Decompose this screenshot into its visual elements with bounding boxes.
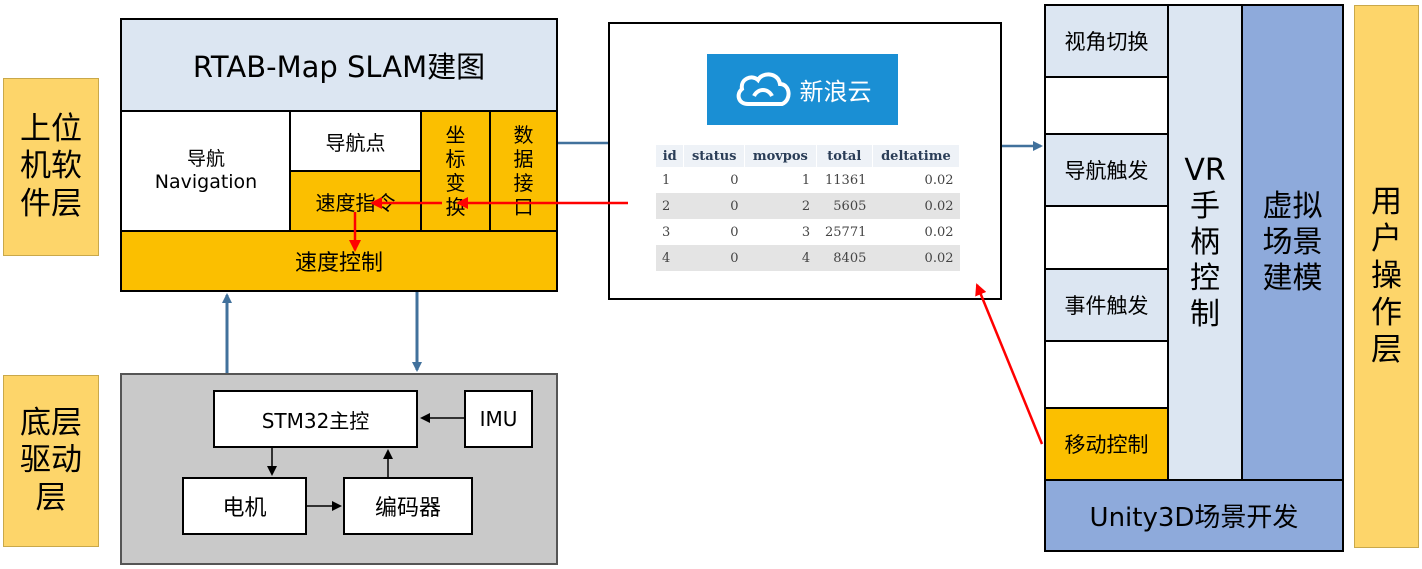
waypoint-node: 导航点	[289, 110, 422, 172]
table-cell: 0	[730, 172, 739, 188]
table-header-row: id status movpos total deltatime	[656, 145, 961, 167]
table-cell: 0	[683, 245, 745, 271]
navigation-node: 导航 Navigation	[120, 110, 291, 232]
column-deltatime: deltatime	[872, 145, 961, 167]
table-cell: 5605	[816, 193, 873, 219]
table-cell: 0.02	[872, 245, 960, 271]
virtual-scene-node: 虚拟 场景 建模	[1241, 4, 1344, 481]
cloud-logo: 新浪云	[707, 54, 898, 125]
table-cell: 2	[656, 193, 684, 219]
encoder-node: 编码器	[343, 477, 473, 535]
column-movpos: movpos	[744, 145, 817, 167]
table-cell: 1	[662, 172, 671, 188]
table-cell: 4	[744, 245, 817, 271]
cloud-icon	[736, 72, 790, 106]
table-cell: 8405	[816, 245, 873, 271]
table-row: 2 0 2 5605 0.02	[656, 193, 960, 219]
table-cell: 0.02	[924, 172, 954, 188]
arrow-move-to-cloud	[975, 283, 1044, 445]
table-row: 3 0 3 25771 0.02	[656, 219, 960, 245]
table-cell: 4	[656, 245, 684, 271]
lower-layer-label: 底层 驱动 层	[3, 375, 99, 547]
imu-node: IMU	[464, 390, 533, 448]
table-row: 4 0 4 8405 0.02	[656, 245, 960, 271]
data-table: id status movpos total deltatime 1 0 1 1…	[656, 145, 961, 271]
view-switch-node: 视角切换	[1044, 4, 1169, 78]
cloud-logo-text: 新浪云	[799, 78, 872, 106]
column-total: total	[816, 145, 873, 167]
table-cell: 0	[730, 224, 739, 240]
table-cell: 2	[744, 193, 817, 219]
spacer-1	[1044, 76, 1169, 135]
table-cell: 0.02	[924, 224, 954, 240]
table-cell: 3	[662, 224, 671, 240]
nav-trigger-node: 导航触发	[1044, 133, 1169, 207]
upper-layer-label: 上位 机软 件层	[3, 78, 99, 256]
motor-node: 电机	[182, 477, 307, 535]
table-cell: 11361	[825, 172, 867, 188]
table-cell: 1	[801, 172, 811, 188]
column-id: id	[656, 145, 685, 167]
table-cell: 0	[683, 193, 745, 219]
table-cell: 0.02	[872, 193, 960, 219]
stm32-node: STM32主控	[213, 390, 418, 448]
user-layer-label: 用 户 操 作 层	[1354, 5, 1419, 548]
unity3d-dev-node: Unity3D场景开发	[1044, 479, 1344, 552]
column-status: status	[683, 145, 746, 167]
table-cell: 3	[801, 224, 811, 240]
table-cell: 25771	[825, 224, 867, 240]
speed-control-node: 速度控制	[120, 230, 558, 292]
table-row: 1 0 1 11361 0.02	[656, 167, 960, 193]
rtab-map-title: RTAB-Map SLAM建图	[120, 18, 558, 112]
